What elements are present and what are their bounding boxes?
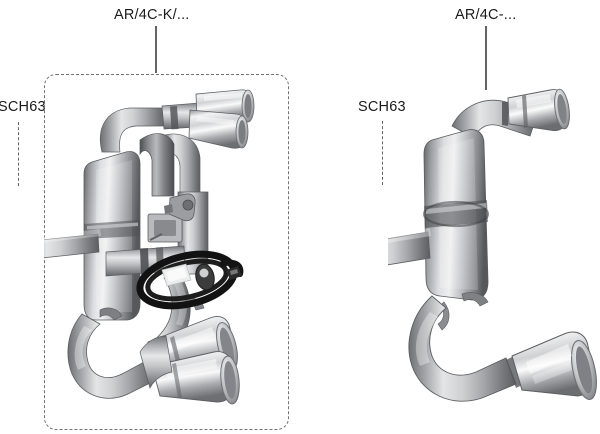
right-assembly-illustration bbox=[388, 82, 600, 412]
left-part-label-sch63: SCH63 bbox=[0, 99, 46, 115]
right-part-leader-line bbox=[382, 121, 383, 185]
right-assembly-leader-line bbox=[485, 26, 487, 90]
left-part-leader-line bbox=[18, 122, 19, 186]
left-assembly-group-box bbox=[44, 74, 289, 430]
right-part-label-sch63: SCH63 bbox=[358, 99, 406, 115]
left-assembly-title: AR/4C-K/... bbox=[114, 7, 190, 23]
right-assembly-title: AR/4C-... bbox=[455, 7, 517, 23]
left-assembly-leader-line bbox=[155, 26, 157, 73]
